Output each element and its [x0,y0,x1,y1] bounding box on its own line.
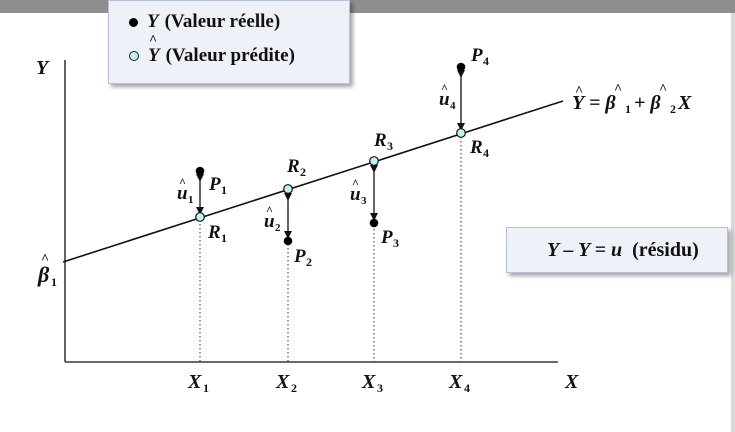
predicted-point-r4 [456,128,466,138]
equation-lhs: Y [572,92,586,114]
legend-pred-symbol-wrap: ^Y [148,33,160,67]
r3-label: R [373,130,387,151]
equation-b2-sub: 2 [670,102,676,116]
intercept-hat: ^ [41,252,49,267]
u4-sub: 4 [450,100,456,112]
r3-sub: 3 [387,139,393,153]
r4-sub: 4 [483,146,489,160]
actual-point-p4 [456,62,466,72]
intercept-label: β [37,262,50,287]
window-right-edge [731,13,735,432]
actual-point-p2 [283,236,293,246]
x-tick-3-sub: 3 [377,381,383,395]
x-tick-1: X [187,371,202,393]
legend-real-symbol: Y [147,11,159,32]
p1-label: P [208,174,221,195]
u3-hat: ^ [352,176,359,190]
r4-label: R [469,137,483,158]
hat-icon: ^ [149,33,158,48]
x-axis-label: X [564,371,579,393]
p2-label: P [293,246,306,267]
u3-label: u [350,184,361,205]
equation-b1-sub: 1 [625,102,631,116]
u1-sub: 1 [188,194,194,206]
x-tick-4: X [448,371,463,393]
r2-sub: 2 [300,165,306,179]
equation-equals-b1: = β [589,92,616,114]
p2-sub: 2 [306,255,312,269]
u1-label: u [177,183,188,204]
actual-point-p1 [195,166,205,176]
r1-sub: 1 [221,231,227,245]
p4-label: P [470,45,483,66]
x-tick-1-sub: 1 [203,381,209,395]
equation-x: X [677,92,692,114]
legend-item-predicted: ^Y (Valeur prédite) [129,33,295,67]
predicted-point-r3 [369,156,379,166]
y-axis-label: Y [36,57,50,79]
p3-label: P [380,227,393,248]
predicted-point-r2 [283,184,293,194]
legend-item-real: Y (Valeur réelle) [129,11,280,33]
residual-definition-text: Y – Y = u (résidu) [547,239,699,262]
u2-hat: ^ [266,203,273,217]
residual-label: (résidu) [632,239,699,261]
p3-sub: 3 [393,236,399,250]
x-tick-2: X [275,371,290,393]
p1-sub: 1 [221,183,227,197]
legend-box: Y (Valeur réelle) ^Y (Valeur prédite) [108,0,350,84]
u3-sub: 3 [361,195,367,207]
equation-plus-b2: + β [634,92,661,114]
intercept-sub: 1 [51,275,57,289]
x-tick-2-sub: 2 [291,381,297,395]
equation-b2-hat: ^ [659,82,667,97]
u4-hat: ^ [441,81,448,95]
residual-formula: Y – Y = u [547,239,623,261]
actual-point-p3 [369,218,379,228]
u4-label: u [439,89,450,110]
residual-definition-box: Y – Y = u (résidu) [506,227,728,273]
r2-label: R [286,156,300,177]
predicted-point-marker-icon [129,51,139,61]
legend-pred-label: (Valeur prédite) [165,45,295,66]
x-tick-3: X [361,371,376,393]
predicted-point-r1 [195,212,205,222]
actual-point-marker-icon [129,17,138,27]
legend-real-label: (Valeur réelle) [164,11,281,32]
regression-line [62,100,564,263]
r1-label: R [207,222,221,243]
x-tick-4-sub: 4 [464,381,470,395]
u2-label: u [264,211,275,232]
u2-sub: 2 [275,222,281,234]
legend-pred-symbol: Y [148,45,160,66]
equation-yhat-hat: ^ [575,84,583,99]
p4-sub: 4 [483,54,489,68]
equation-b1-hat: ^ [614,82,622,97]
u1-hat: ^ [179,175,186,189]
